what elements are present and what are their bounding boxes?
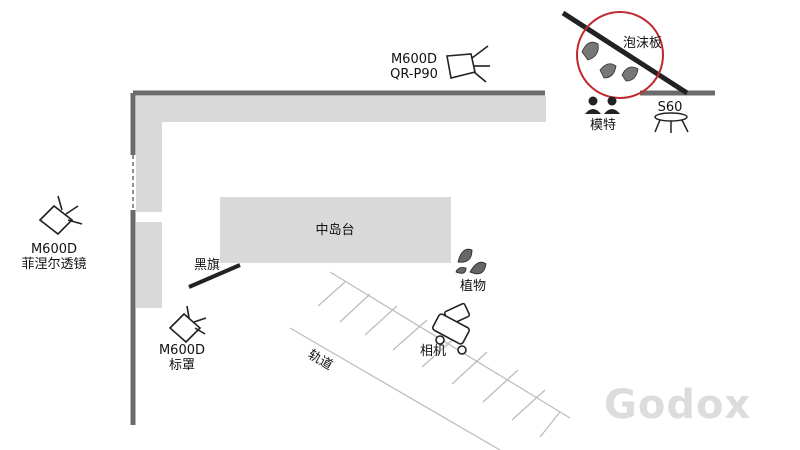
camera-track	[289, 271, 571, 450]
black-flag-label: 黑旗	[193, 258, 220, 273]
black-flag	[188, 263, 241, 289]
s60-light-icon	[654, 112, 689, 133]
floor-blocks	[136, 96, 546, 308]
camera-label: 相机	[419, 344, 446, 359]
person-icon	[585, 96, 620, 114]
island-label: 中岛台	[315, 223, 355, 238]
foam-board-label: 泡沫板	[623, 36, 663, 51]
model-label: 模特	[589, 118, 616, 133]
top-counter	[136, 96, 546, 122]
brand-logo: Godox	[604, 382, 752, 428]
island-counter	[220, 197, 451, 263]
left-counter-upper	[136, 96, 162, 212]
plant-label: 植物	[459, 279, 486, 294]
walls	[130, 90, 715, 425]
leaf-icon	[581, 41, 639, 82]
foam-board	[561, 10, 689, 96]
spotlight-icon	[168, 305, 207, 344]
spotlight-icon	[38, 195, 83, 236]
camera-dolly-icon	[432, 302, 471, 355]
highlight-circle	[576, 11, 664, 99]
spotlight-icon	[446, 45, 490, 83]
leaf-icon	[455, 248, 487, 275]
light-left-label: M600D 菲涅尔透镜	[21, 242, 87, 272]
light-bottom-label: M600D 标罩	[158, 343, 206, 373]
left-counter-lower	[136, 222, 162, 308]
s60-label: S60	[657, 100, 683, 115]
light-top-label: M600D QR-P90	[390, 52, 438, 82]
